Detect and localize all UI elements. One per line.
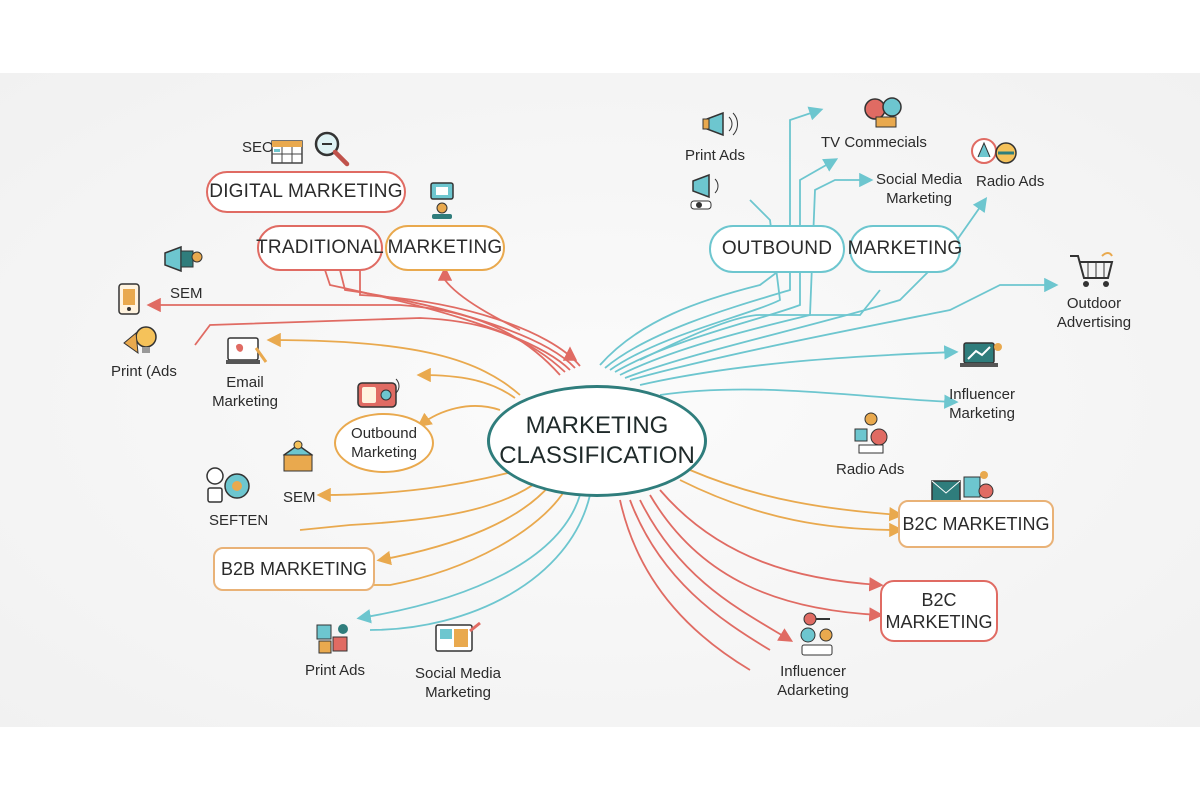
radio-ads-top-label: Radio Ads — [976, 173, 1045, 190]
influencer-right-line2: Marketing — [949, 405, 1015, 422]
link-red — [437, 266, 521, 331]
puzzle-icon — [316, 624, 348, 654]
b2c-bottom-line1: B2C — [921, 590, 957, 610]
social-media-right-label: Social Media Marketing — [873, 170, 965, 208]
chat-bubbles-icon — [206, 467, 250, 503]
social-right-line1: Social Media — [876, 171, 962, 188]
email-line1: Email — [226, 374, 264, 391]
megaphone-icon — [164, 245, 203, 273]
tv-commercials-label: TV Commecials — [821, 134, 927, 151]
link-teal — [639, 289, 881, 361]
influencer-icon — [800, 612, 833, 656]
people-network-icon — [854, 412, 888, 454]
b2c-marketing-bottom-node[interactable]: B2C MARKETING — [880, 580, 998, 642]
link-teal — [356, 494, 581, 624]
email-marketing-label: Email Marketing — [207, 373, 283, 411]
email-laptop-icon — [226, 337, 268, 364]
mail-icon — [931, 471, 994, 502]
link-red — [339, 269, 576, 369]
link-teal — [599, 269, 781, 366]
radio-icon — [971, 138, 1017, 164]
link-red — [324, 269, 571, 371]
link-orange — [360, 489, 566, 586]
magnifier-icon — [314, 131, 350, 167]
influencer-bottom-line1: Influencer — [780, 663, 846, 680]
b2c-bottom-line2: MARKETING — [885, 612, 993, 632]
link-orange — [266, 332, 521, 396]
b2c-marketing-top-node[interactable]: B2C MARKETING — [898, 500, 1054, 548]
document-chat-icon — [430, 182, 454, 219]
sem-top-label: SEM — [170, 285, 203, 302]
link-red — [639, 499, 794, 642]
link-red — [194, 317, 566, 373]
link-teal — [624, 197, 988, 379]
influencer-bottom-line2: Adarketing — [777, 682, 849, 699]
lightbulb-icon — [123, 326, 157, 355]
social-media-bottom-label: Social Media Marketing — [412, 664, 504, 702]
marketing-right-node[interactable]: MARKETING — [848, 225, 962, 273]
megaphone-icon — [690, 173, 719, 210]
influencer-right-line1: Influencer — [949, 386, 1015, 403]
gears-icon — [864, 97, 902, 128]
sem-bottom-label: SEM — [283, 489, 316, 506]
radio-icon — [357, 378, 400, 408]
link-teal — [619, 172, 874, 376]
influencer-marketing-bottom-label: Influencer Adarketing — [773, 662, 853, 700]
link-teal — [639, 345, 959, 386]
seften-label: SEFTEN — [209, 512, 269, 529]
social-bottom-line2: Marketing — [425, 684, 491, 701]
influencer-marketing-right-label: Influencer Marketing — [944, 385, 1020, 423]
print-ads-bottom-label: Print Ads — [305, 662, 366, 679]
email-line2: Marketing — [212, 393, 278, 410]
megaphone-icon — [702, 111, 738, 137]
link-red — [619, 499, 751, 671]
center-title-line2: CLASSIFICATION — [499, 442, 695, 469]
outdoor-line1: Outdoor — [1066, 295, 1122, 312]
mobile-phone-icon — [118, 283, 140, 315]
outbound-right-node[interactable]: OUTBOUND — [709, 225, 845, 273]
link-orange — [299, 479, 541, 531]
link-orange — [689, 469, 904, 522]
link-teal — [609, 199, 781, 371]
link-red — [649, 494, 884, 622]
link-teal — [629, 277, 1059, 381]
social-bottom-line1: Social Media — [415, 665, 501, 682]
marketing-left-node[interactable]: MARKETING — [385, 225, 505, 271]
outbound-left-line1: Outbound — [351, 425, 417, 442]
link-orange — [376, 484, 551, 566]
seo-label: SEO — [242, 139, 274, 156]
outdoor-line2: Advertising — [1056, 314, 1132, 331]
shopping-cart-icon — [1070, 252, 1114, 287]
link-orange — [416, 367, 516, 399]
social-media-icon — [435, 621, 481, 652]
social-right-line2: Marketing — [886, 190, 952, 207]
laptop-chart-icon — [960, 342, 1002, 367]
link-red — [146, 297, 561, 376]
link-orange — [316, 469, 521, 503]
seo-spreadsheet-icon — [271, 140, 303, 164]
center-node[interactable]: MARKETING CLASSIFICATION — [487, 385, 707, 497]
handshake-icon — [282, 440, 314, 472]
b2b-marketing-node[interactable]: B2B MARKETING — [213, 547, 375, 591]
print-ads-label: Print (Ads — [111, 363, 177, 380]
link-orange — [417, 405, 501, 428]
outdoor-advertising-label: Outdoor Advertising — [1055, 294, 1133, 332]
radio-ads-mid-label: Radio Ads — [836, 461, 905, 478]
link-teal — [604, 106, 824, 369]
link-red — [659, 489, 884, 592]
center-title-line1: MARKETING — [525, 412, 669, 439]
outbound-left-line2: Marketing — [351, 444, 417, 461]
traditional-node[interactable]: TRADITIONAL — [256, 225, 384, 271]
print-ads-right-label: Print Ads — [685, 147, 746, 164]
link-teal — [659, 388, 959, 409]
digital-marketing-node[interactable]: DIGITAL MARKETING — [206, 171, 406, 213]
outbound-marketing-left-node[interactable]: Outbound Marketing — [334, 413, 434, 473]
link-orange — [679, 479, 904, 538]
link-red — [629, 499, 771, 651]
link-teal — [369, 494, 591, 631]
